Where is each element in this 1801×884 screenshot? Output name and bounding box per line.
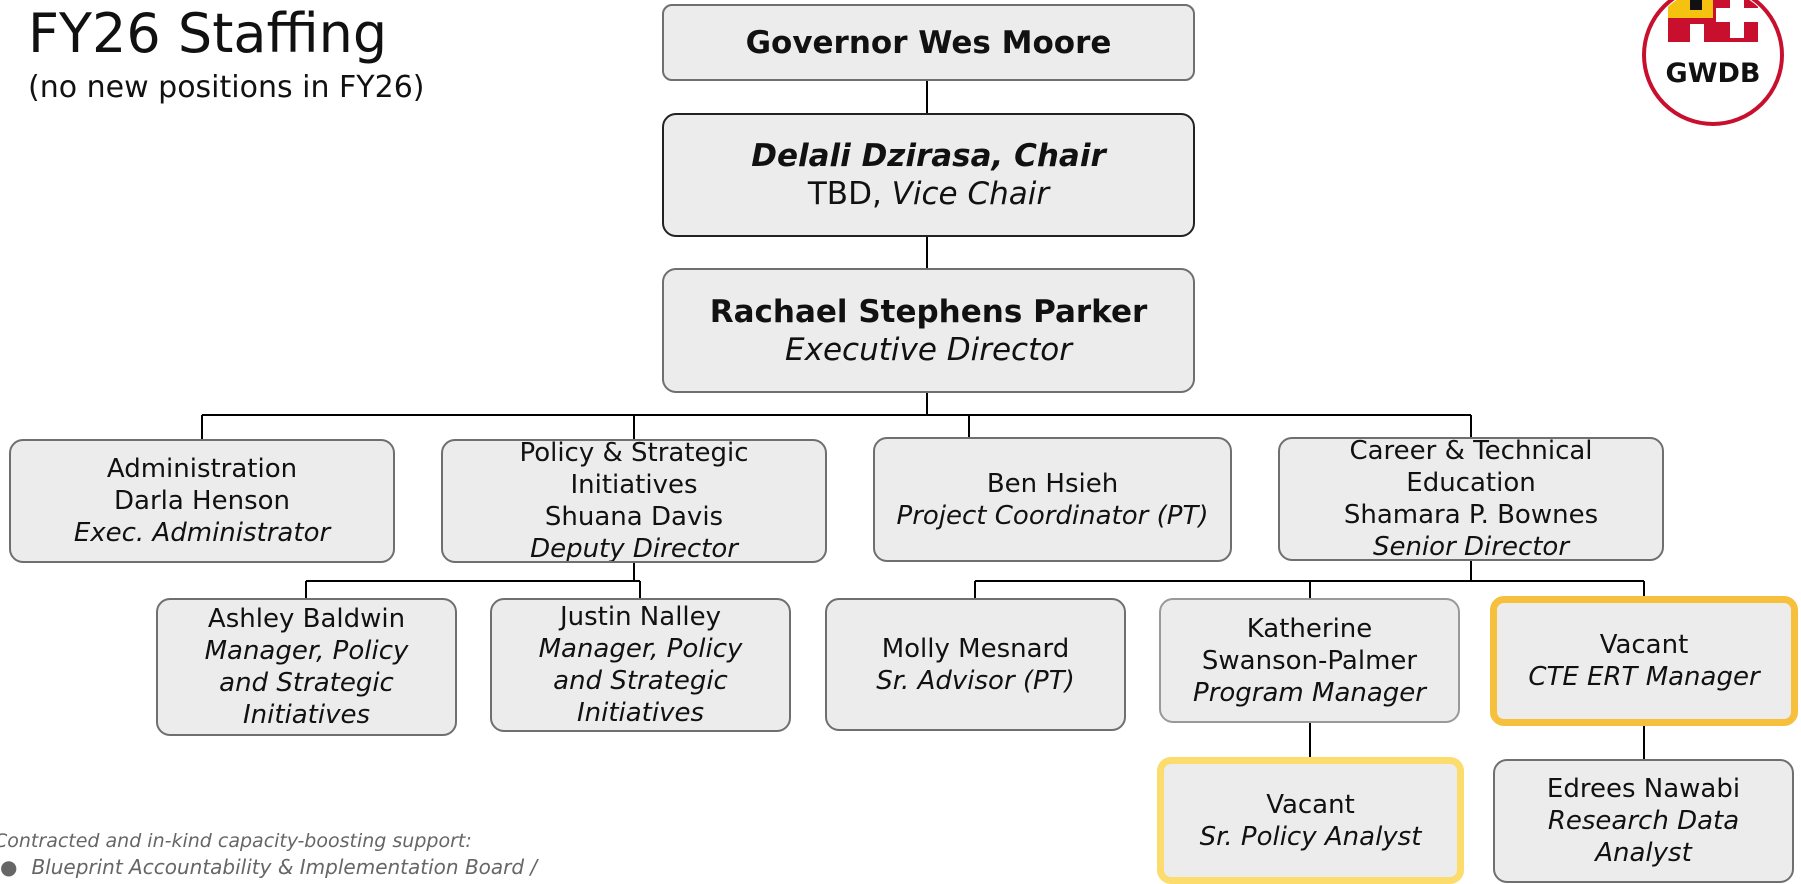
- logo-text: GWDB: [1666, 58, 1761, 89]
- justin-role-line3: Initiatives: [576, 698, 705, 728]
- gwdb-logo: GWDB: [1638, 0, 1788, 130]
- vacant-cte-name: Vacant: [1599, 630, 1689, 660]
- node-governor: Governor Wes Moore: [662, 4, 1195, 81]
- node-policy: Policy & Strategic Initiatives Shuana Da…: [441, 439, 827, 563]
- node-ashley: Ashley Baldwin Manager, Policy and Strat…: [156, 598, 457, 736]
- policy-dept-line1: Policy & Strategic: [519, 439, 749, 468]
- ben-role: Project Coordinator (PT): [896, 500, 1209, 531]
- ben-name: Ben Hsieh: [986, 468, 1119, 499]
- cte-name: Shamara P. Bownes: [1343, 500, 1599, 530]
- justin-role-line1: Manager, Policy: [538, 634, 743, 664]
- footer-item-text: Blueprint Accountability & Implementatio…: [31, 855, 538, 879]
- node-exec-director: Rachael Stephens Parker Executive Direct…: [662, 268, 1195, 393]
- katherine-role: Program Manager: [1193, 677, 1426, 708]
- edrees-role-line2: Analyst: [1595, 838, 1692, 868]
- ashley-role-line1: Manager, Policy: [204, 636, 409, 666]
- node-edrees: Edrees Nawabi Research Data Analyst: [1493, 759, 1794, 883]
- admin-dept: Administration: [106, 454, 298, 484]
- vice-chair-line: TBD, Vice Chair: [808, 175, 1049, 213]
- node-vacant-sr-policy-analyst: Vacant Sr. Policy Analyst: [1157, 757, 1464, 884]
- page-title: FY26 Staffing: [28, 2, 388, 65]
- node-katherine: Katherine Swanson-Palmer Program Manager: [1159, 598, 1460, 723]
- node-vacant-cte-ert-manager: Vacant CTE ERT Manager: [1490, 596, 1798, 726]
- cte-dept-line2: Education: [1406, 468, 1536, 498]
- exec-director-role: Executive Director: [785, 331, 1072, 368]
- katherine-name-line2: Swanson-Palmer: [1201, 645, 1418, 676]
- node-molly: Molly Mesnard Sr. Advisor (PT): [825, 598, 1126, 731]
- node-ben: Ben Hsieh Project Coordinator (PT): [873, 437, 1232, 562]
- exec-director-name: Rachael Stephens Parker: [709, 293, 1148, 330]
- ashley-role-line3: Initiatives: [242, 700, 371, 730]
- footer-heading: Contracted and in-kind capacity-boosting…: [0, 830, 472, 852]
- edrees-name: Edrees Nawabi: [1546, 774, 1741, 804]
- policy-dept-line2: Initiatives: [570, 470, 698, 500]
- justin-name: Justin Nalley: [559, 602, 722, 632]
- governor-name: Governor Wes Moore: [745, 24, 1112, 61]
- maryland-flag-icon: GWDB: [1642, 0, 1784, 126]
- page-subtitle: (no new positions in FY26): [28, 70, 425, 105]
- edrees-role-line1: Research Data: [1547, 806, 1740, 836]
- cte-dept-line1: Career & Technical: [1349, 437, 1593, 466]
- bullet-icon: ●: [0, 855, 18, 879]
- justin-role-line2: and Strategic: [553, 666, 728, 696]
- molly-name: Molly Mesnard: [881, 633, 1070, 664]
- policy-role: Deputy Director: [530, 534, 738, 563]
- ashley-role-line2: and Strategic: [219, 668, 394, 698]
- admin-role: Exec. Administrator: [73, 518, 331, 548]
- katherine-name-line1: Katherine: [1246, 613, 1373, 644]
- node-chair: Delali Dzirasa, Chair TBD, Vice Chair: [662, 113, 1195, 237]
- cte-role: Senior Director: [1372, 532, 1570, 561]
- vice-chair-name: TBD,: [807, 176, 892, 212]
- vacant-cte-role: CTE ERT Manager: [1528, 662, 1760, 692]
- footer-list-item: ● Blueprint Accountability & Implementati…: [0, 855, 537, 879]
- vacant-policy-name: Vacant: [1266, 789, 1355, 820]
- policy-name: Shuana Davis: [544, 502, 724, 532]
- molly-role: Sr. Advisor (PT): [876, 665, 1075, 696]
- vice-chair-role: Vice Chair: [891, 176, 1050, 212]
- node-cte: Career & Technical Education Shamara P. …: [1278, 437, 1664, 561]
- node-justin: Justin Nalley Manager, Policy and Strate…: [490, 598, 791, 732]
- chair-name: Delali Dzirasa, Chair: [751, 138, 1106, 174]
- admin-name: Darla Henson: [113, 486, 291, 516]
- vacant-policy-role: Sr. Policy Analyst: [1199, 821, 1422, 852]
- node-administration: Administration Darla Henson Exec. Admini…: [9, 439, 395, 563]
- ashley-name: Ashley Baldwin: [207, 604, 406, 634]
